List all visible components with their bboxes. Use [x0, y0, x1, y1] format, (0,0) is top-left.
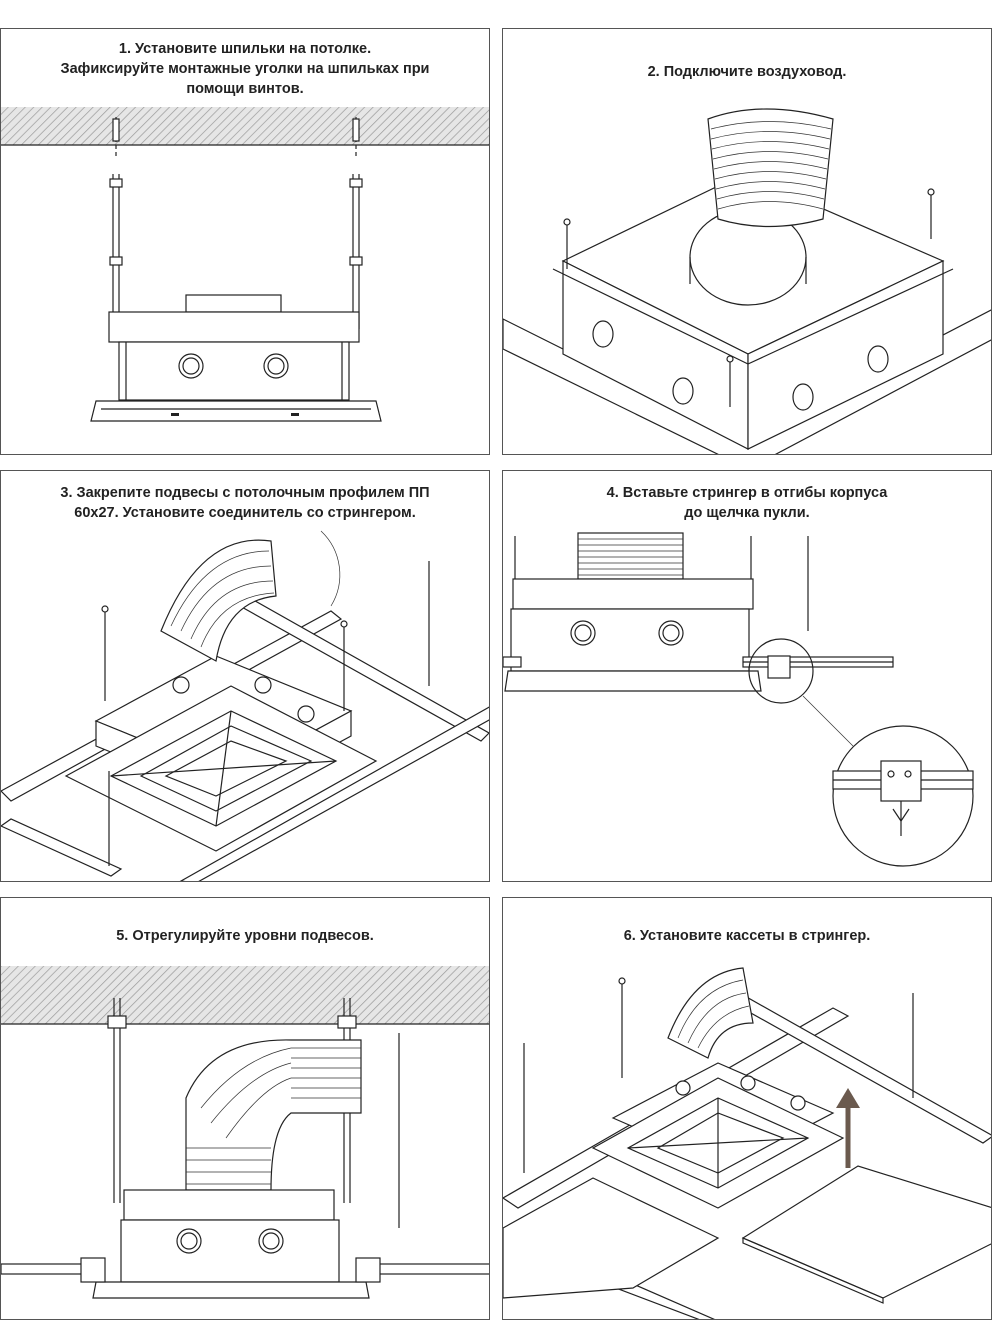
- duct-collar: [185, 294, 282, 313]
- threaded-rod: [726, 355, 734, 407]
- threaded-rod-left: [109, 117, 123, 329]
- flexible-duct: [185, 1039, 362, 1191]
- flexible-duct: [667, 967, 754, 1059]
- stringer-rail: [503, 656, 522, 668]
- ceiling-slab: [1, 107, 489, 145]
- caption-line: 4. Вставьте стрингер в отгибы корпуса: [606, 485, 888, 501]
- threaded-rod-right: [349, 117, 363, 329]
- step-3-caption: 3. Закрепите подвесы с потолочным профил…: [1, 483, 489, 523]
- ceiling-profile: [1, 818, 123, 877]
- step-4-illustration: [503, 532, 974, 867]
- step-6-caption: 6. Установите кассеты в стрингер.: [503, 926, 991, 946]
- step-1-caption: 1. Установите шпильки на потолке. Зафикс…: [1, 39, 489, 99]
- step-3-illustration: [1, 530, 489, 881]
- flexible-duct: [160, 539, 277, 662]
- caption-line: 60х27. Установите соединитель со стринге…: [74, 505, 416, 521]
- step-2-illustration: [503, 108, 991, 454]
- threaded-rod: [563, 218, 571, 269]
- plenum-box: [118, 341, 350, 401]
- caption-line: 3. Закрепите подвесы с потолочным профил…: [60, 485, 430, 501]
- ceiling-slab: [1, 966, 489, 1024]
- plenum-box: [510, 608, 750, 672]
- flexible-duct: [577, 532, 684, 580]
- caption-line: 1. Установите шпильки на потолке.: [118, 41, 372, 57]
- step-5-caption: 5. Отрегулируйте уровни подвесов.: [1, 926, 489, 946]
- plenum-box: [120, 1219, 340, 1283]
- ceiling-tile: [503, 1177, 720, 1299]
- step-2-caption: 2. Подключите воздуховод.: [503, 62, 991, 82]
- caption-line: 6. Установите кассеты в стрингер.: [623, 928, 871, 944]
- ceiling-tile: [741, 1165, 991, 1299]
- step-4-panel: 4. Вставьте стрингер в отгибы корпуса до…: [502, 470, 992, 882]
- step-1-panel: 1. Установите шпильки на потолке. Зафикс…: [0, 28, 490, 455]
- step-5-panel: 5. Отрегулируйте уровни подвесов.: [0, 897, 490, 1320]
- caption-line: помощи винтов.: [186, 81, 304, 97]
- step-4-caption: 4. Вставьте стрингер в отгибы корпуса до…: [503, 483, 991, 523]
- up-arrow-icon: [836, 1088, 860, 1168]
- step-3-panel: 3. Закрепите подвесы с потолочным профил…: [0, 470, 490, 882]
- threaded-rod: [927, 188, 935, 239]
- caption-line: Зафиксируйте монтажные уголки на шпилька…: [60, 61, 430, 77]
- caption-line: до щелчка пукли.: [684, 505, 810, 521]
- step-6-panel: 6. Установите кассеты в стрингер.: [502, 897, 992, 1320]
- caption-line: 2. Подключите воздуховод.: [647, 64, 847, 80]
- step-6-illustration: [503, 967, 991, 1319]
- ceiling-profile: [179, 706, 489, 881]
- step-5-illustration: [1, 966, 489, 1299]
- step-1-illustration: [1, 107, 489, 422]
- flexible-duct: [689, 108, 834, 306]
- step-2-panel: 2. Подключите воздуховод.: [502, 28, 992, 455]
- caption-line: 5. Отрегулируйте уровни подвесов.: [116, 928, 374, 944]
